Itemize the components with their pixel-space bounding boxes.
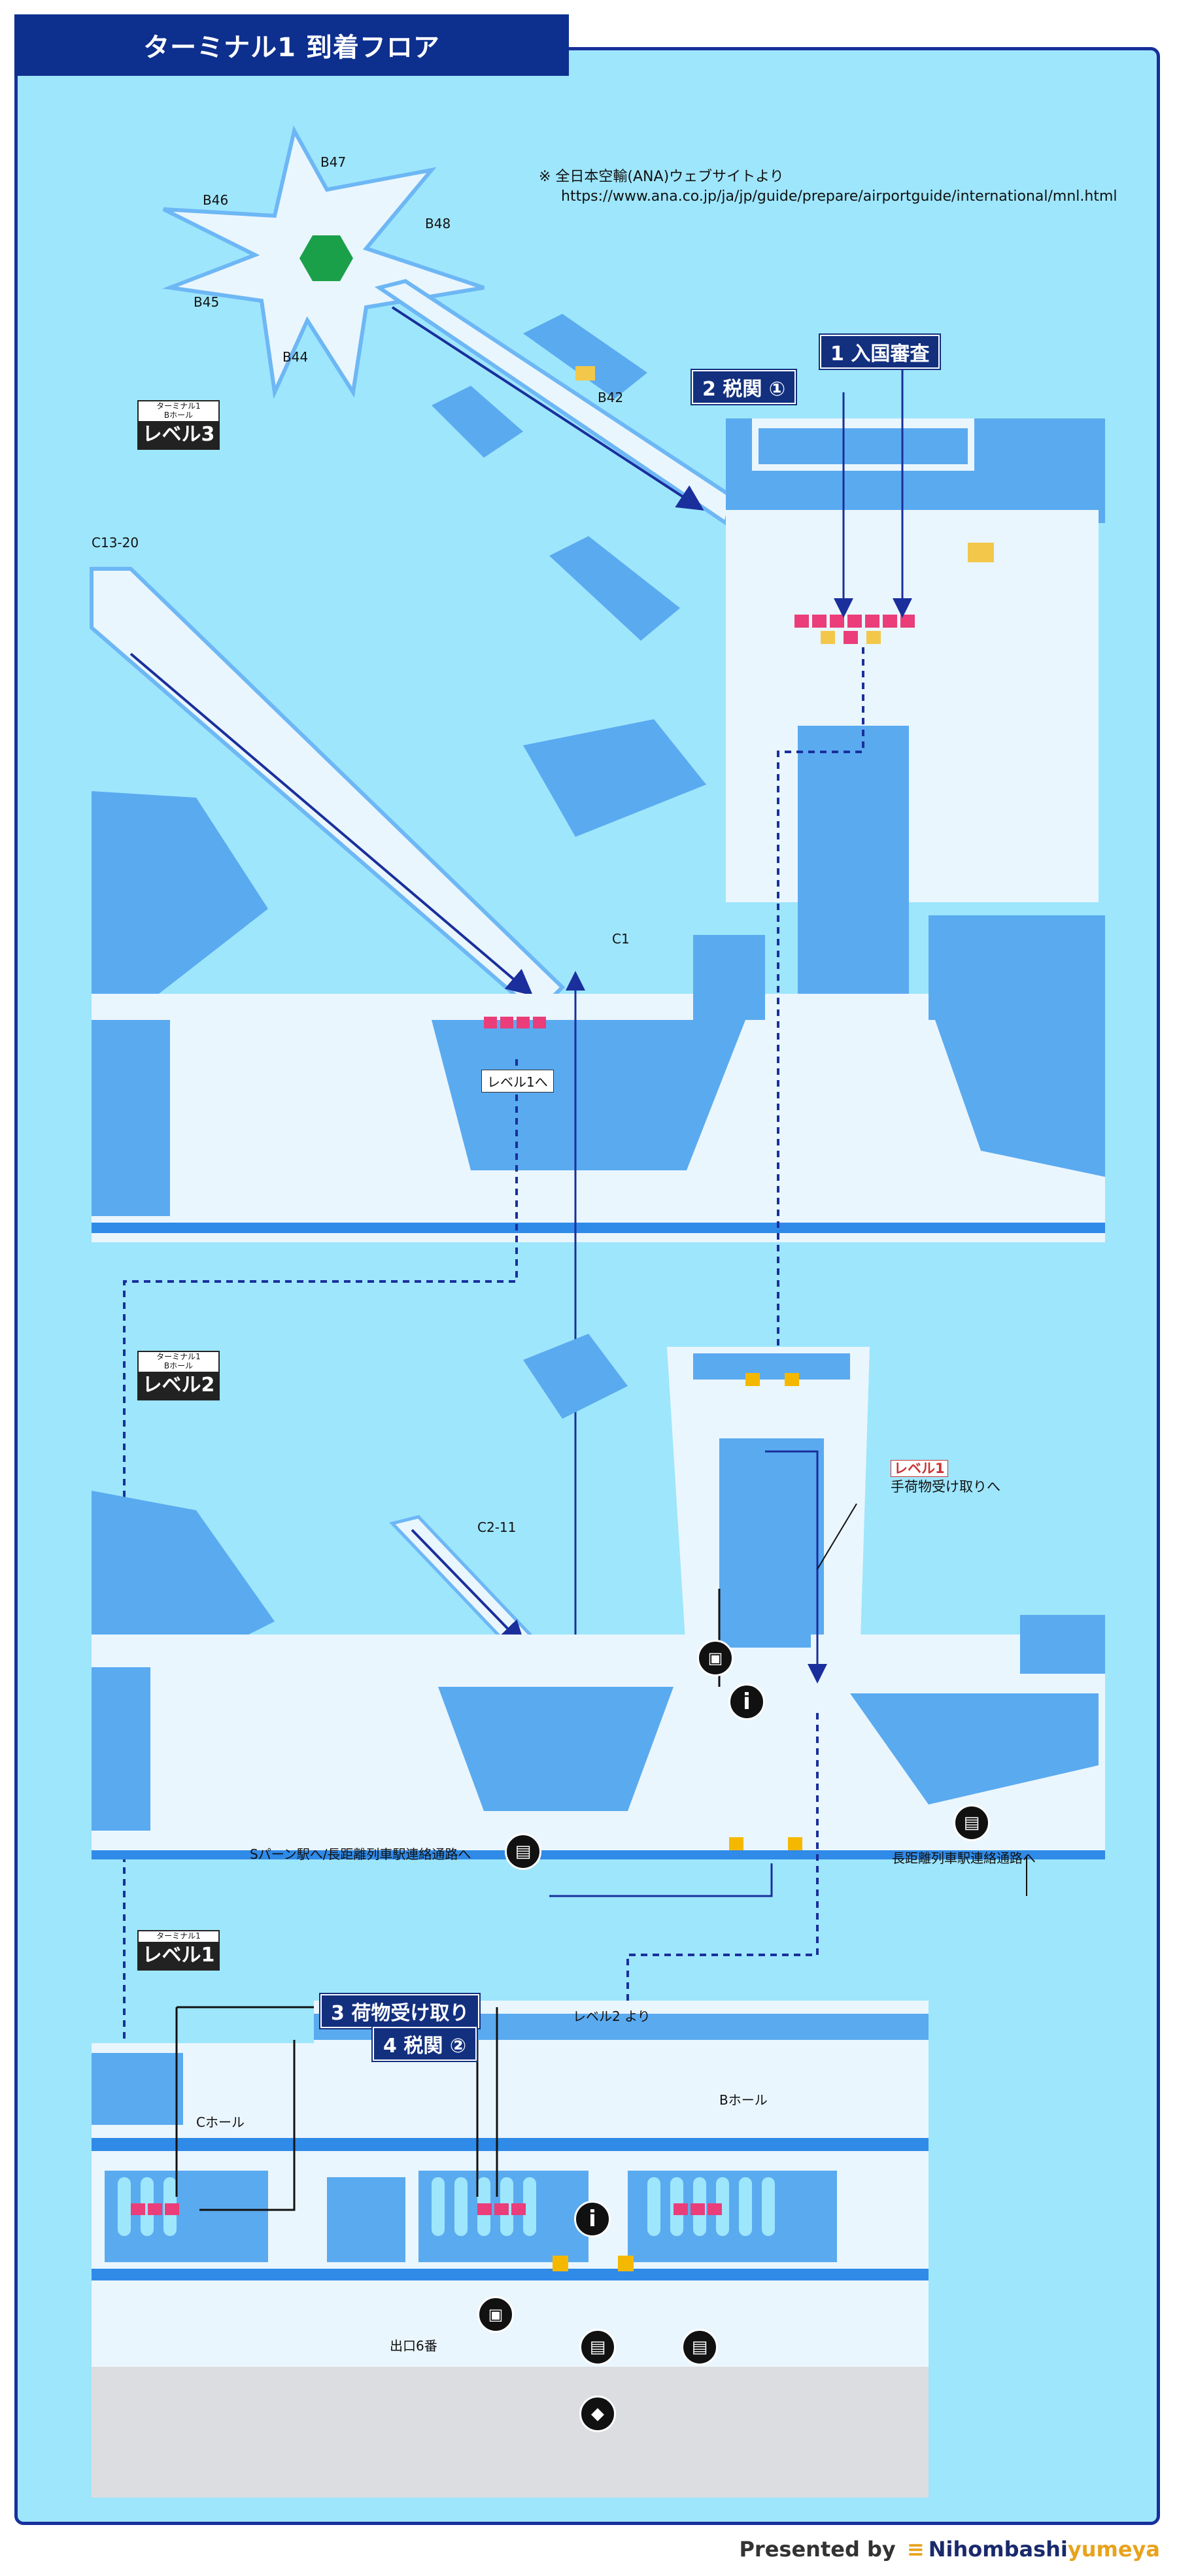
brand-logo-icon: ≡ bbox=[906, 2537, 925, 2562]
step3-baggage-claim: 3 荷物受け取り bbox=[318, 1993, 481, 2029]
footer-prefix: Presented by bbox=[739, 2537, 896, 2562]
info-icon[interactable]: i bbox=[728, 1684, 765, 1720]
source-note: ※ 全日本空輸(ANA)ウェブサイトより https://www.ana.co.… bbox=[539, 167, 1117, 207]
l1-route bbox=[175, 2006, 498, 2211]
security-check-icon: ▣ bbox=[697, 1640, 734, 1676]
level2-floorplan bbox=[92, 1334, 1105, 1859]
level2-hall: Bホール bbox=[163, 1361, 194, 1370]
baggage-direction: 手荷物受け取りへ bbox=[891, 1479, 1000, 1495]
l3-route bbox=[123, 366, 912, 2099]
bus-icon[interactable]: ▤ bbox=[579, 2329, 616, 2365]
level1-baggage-note: レベル1 手荷物受け取りへ bbox=[891, 1459, 1000, 1496]
source-note-url[interactable]: https://www.ana.co.jp/ja/jp/guide/prepar… bbox=[561, 188, 1117, 205]
level1-terminal: ターミナル1 bbox=[156, 1931, 201, 1940]
level1-badge: ターミナル1 レベル1 bbox=[137, 1930, 220, 1971]
gate-c13-20: C13-20 bbox=[92, 535, 139, 551]
l2-no-entry bbox=[729, 1373, 802, 1850]
footer-brand-2[interactable]: yumeya bbox=[1067, 2537, 1160, 2562]
taxi-icon[interactable]: ◆ bbox=[579, 2396, 616, 2432]
level2-terminal: ターミナル1 bbox=[156, 1352, 201, 1361]
gate-b45: B45 bbox=[194, 294, 220, 310]
gate-b46: B46 bbox=[203, 192, 229, 208]
l3-immigration-counters bbox=[484, 615, 915, 1028]
l1-road bbox=[92, 2367, 929, 2498]
gate-b48: B48 bbox=[425, 216, 451, 231]
footer: Presented by ≡Nihombashiyumeya bbox=[739, 2537, 1160, 2562]
bus-icon[interactable]: ▤ bbox=[681, 2329, 718, 2365]
long-train-label: 長距離列車駅連絡通路へ bbox=[892, 1850, 1036, 1866]
c-hall-label: Cホール bbox=[196, 2114, 245, 2130]
gate-b42: B42 bbox=[598, 390, 624, 405]
source-note-line1: ※ 全日本空輸(ANA)ウェブサイトより bbox=[539, 169, 784, 185]
step2-customs: 2 税関 ① bbox=[690, 369, 798, 405]
level2-label: レベル2 bbox=[139, 1372, 218, 1399]
level1-tag: レベル1 bbox=[891, 1460, 948, 1477]
s-train-label: Sパーン駅へ/長距離列車駅連絡通路へ bbox=[250, 1846, 471, 1862]
level3-hall: Bホール bbox=[163, 411, 194, 420]
page-title: ターミナル1 到着フロア bbox=[14, 14, 569, 76]
satellite-center bbox=[299, 235, 353, 281]
level1-floorplan bbox=[92, 2001, 929, 2498]
gate-b44: B44 bbox=[282, 349, 309, 365]
step4-customs: 4 税関 ② bbox=[371, 2025, 479, 2062]
step1-immigration: 1 入国審査 bbox=[818, 333, 942, 370]
level3-terminal: ターミナル1 bbox=[156, 401, 201, 411]
from-level2-label: レベル2 より bbox=[573, 2008, 651, 2024]
security-check-icon: ▣ bbox=[477, 2296, 514, 2333]
exit6-label: 出口6番 bbox=[390, 2338, 437, 2354]
bus-icon[interactable]: ▤ bbox=[953, 1805, 990, 1841]
gate-c1: C1 bbox=[612, 931, 630, 947]
b-hall-label: Bホール bbox=[719, 2092, 768, 2108]
gate-c2-11: C2-11 bbox=[477, 1519, 517, 1535]
l1-baggage-belts bbox=[118, 2177, 775, 2236]
level2-badge: ターミナル1 Bホール レベル2 bbox=[137, 1351, 220, 1400]
bus-icon[interactable]: ▤ bbox=[505, 1833, 541, 1870]
level3-label: レベル3 bbox=[139, 421, 218, 449]
level3-badge: ターミナル1 Bホール レベル3 bbox=[137, 400, 220, 450]
gate-b47: B47 bbox=[320, 154, 347, 170]
footer-brand-1[interactable]: Nihombashi bbox=[928, 2537, 1068, 2562]
info-icon[interactable]: i bbox=[574, 2201, 611, 2237]
level3-floorplan bbox=[90, 125, 1105, 1242]
l1-customs-counters bbox=[131, 2203, 722, 2271]
to-level1-label: レベル1へ bbox=[481, 1070, 554, 1093]
level1-label: レベル1 bbox=[139, 1942, 218, 1969]
